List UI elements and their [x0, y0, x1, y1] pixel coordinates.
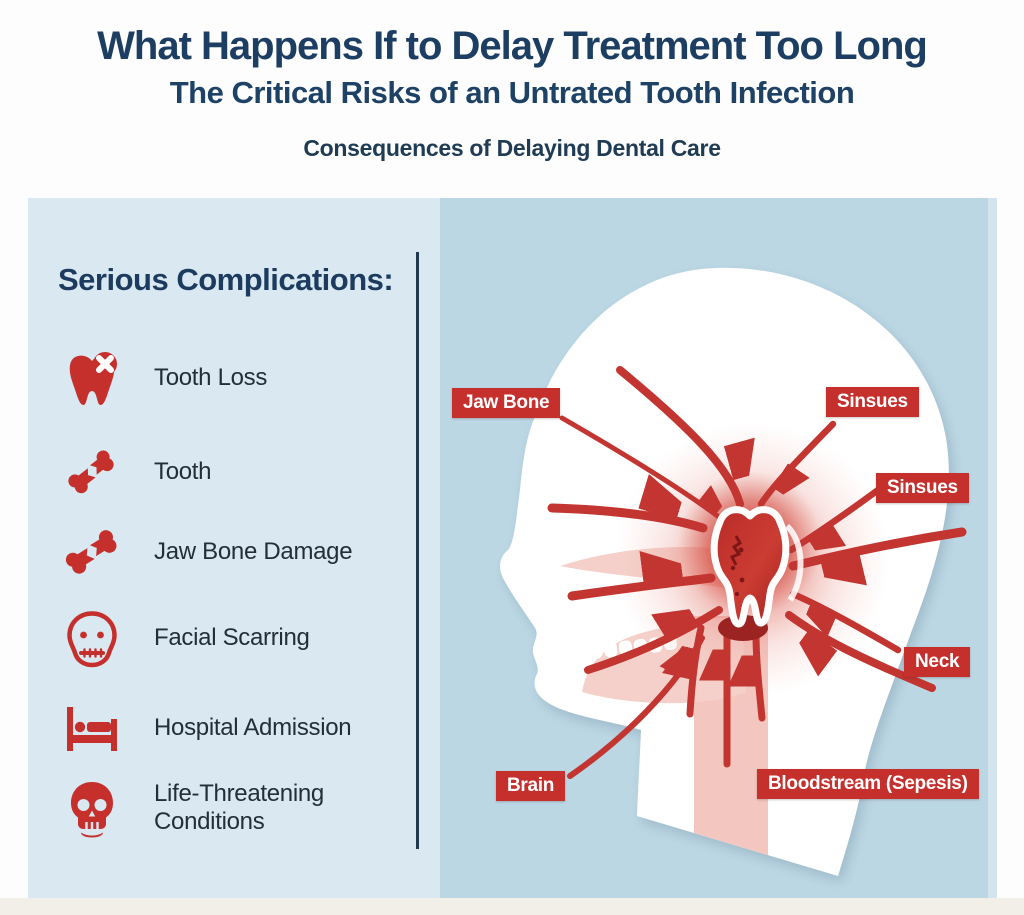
list-item-label: Tooth — [154, 458, 212, 486]
broken-bone-icon — [65, 530, 117, 574]
label-brain: Brain — [496, 771, 566, 801]
label-bloodstream: Bloodstream (Sepesis) — [757, 769, 979, 799]
list-item-label: Life-Threatening Conditions — [154, 780, 324, 835]
page-tagline: Consequences of Delaying Dental Care — [303, 135, 721, 162]
panel-edge-highlight — [988, 198, 997, 898]
list-item: Facial Scarring — [62, 608, 310, 668]
hospital-bed-icon — [67, 707, 117, 751]
list-item: Hospital Admission — [62, 698, 352, 758]
label-sinuses-top: Sinsues — [826, 387, 919, 417]
page-title: What Happens If to Delay Treatment Too L… — [97, 24, 928, 68]
list-item: Life-Threatening Conditions — [62, 778, 374, 838]
label-jaw-bone: Jaw Bone — [452, 388, 561, 418]
head-diagram — [500, 267, 967, 876]
infected-tooth — [710, 506, 790, 628]
list-item-label: Facial Scarring — [154, 624, 310, 652]
tooth-decay-marks — [729, 535, 745, 596]
complications-panel: Serious Complications: Tooth Loss Tooth — [28, 198, 440, 898]
label-sinuses-right: Sinsues — [876, 473, 969, 503]
complications-heading: Serious Complications: — [58, 262, 394, 297]
list-item: Tooth Loss — [62, 348, 267, 408]
ear-outline — [784, 523, 804, 602]
list-item-label: Hospital Admission — [154, 714, 352, 742]
page-subtitle: The Critical Risks of an Untrated Tooth … — [169, 75, 855, 110]
scarred-face-icon — [67, 611, 117, 668]
list-item: Jaw Bone Damage — [62, 522, 353, 582]
broken-bone-icon — [68, 450, 114, 494]
list-item-label: Jaw Bone Damage — [154, 538, 353, 566]
title-block: What Happens If to Delay Treatment Too L… — [0, 0, 1024, 161]
bottom-margin — [0, 898, 1024, 915]
skull-icon — [71, 782, 113, 838]
label-neck: Neck — [904, 647, 971, 677]
list-item-label: Tooth Loss — [154, 364, 268, 392]
list-item: Tooth — [62, 442, 212, 502]
head-diagram-panel: Jaw Bone Sinsues Sinsues Neck Brain Bloo… — [440, 198, 997, 898]
tooth-loss-icon — [69, 352, 117, 405]
panel-divider — [416, 252, 419, 849]
